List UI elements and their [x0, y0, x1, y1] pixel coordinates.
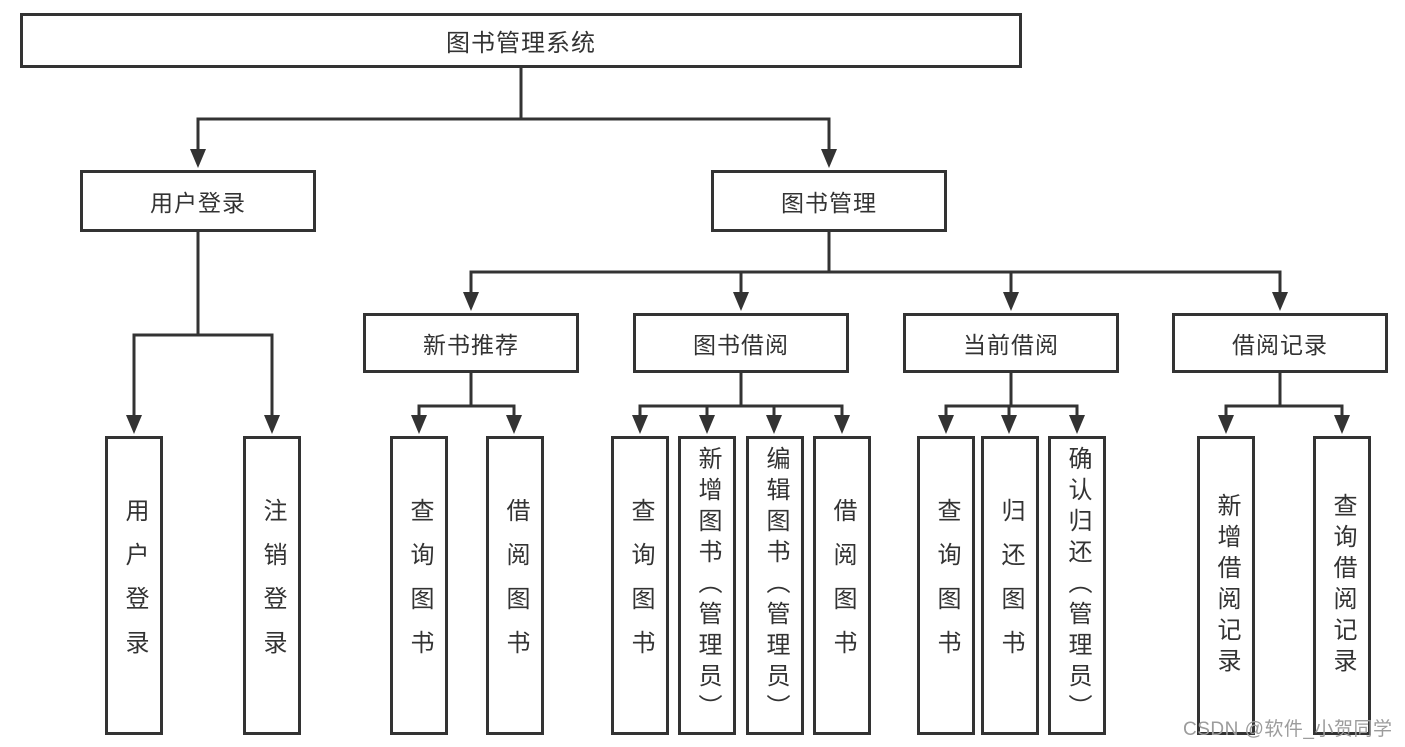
- leaf-query-books-recommend-label: 查询图书: [406, 497, 433, 674]
- leaf-query-books-borrow-label: 查询图书: [627, 497, 654, 674]
- node-user-login-label: 用户登录: [150, 190, 246, 216]
- node-book-borrow-label: 图书借阅: [693, 332, 789, 358]
- leaf-query-books-current-label: 查询图书: [933, 497, 960, 674]
- leaf-query-books-borrow: 查询图书: [611, 436, 669, 735]
- node-book-borrow: 图书借阅: [633, 313, 849, 373]
- leaf-borrow-book: 借阅图书: [813, 436, 871, 735]
- node-new-book-recommend: 新书推荐: [363, 313, 579, 373]
- leaf-add-book-admin-label: 新增图书（管理员）: [694, 446, 721, 725]
- leaf-edit-book-admin-label: 编辑图书（管理员）: [762, 446, 789, 725]
- node-root: 图书管理系统: [20, 13, 1022, 68]
- node-book-management-label: 图书管理: [781, 190, 877, 216]
- leaf-return-book: 归还图书: [981, 436, 1039, 735]
- node-user-login: 用户登录: [80, 170, 316, 232]
- node-borrow-records: 借阅记录: [1172, 313, 1388, 373]
- node-current-borrow-label: 当前借阅: [963, 332, 1059, 358]
- leaf-query-borrow-record: 查询借阅记录: [1313, 436, 1371, 735]
- leaf-borrow-book-recommend: 借阅图书: [486, 436, 544, 735]
- leaf-edit-book-admin: 编辑图书（管理员）: [746, 436, 804, 735]
- csdn-watermark: CSDN @软件_小贺同学: [1183, 719, 1393, 740]
- leaf-logout-label: 注销登录: [259, 497, 286, 674]
- leaf-add-book-admin: 新增图书（管理员）: [678, 436, 736, 735]
- leaf-borrow-book-recommend-label: 借阅图书: [502, 497, 529, 674]
- leaf-query-books-current: 查询图书: [917, 436, 975, 735]
- leaf-query-books-recommend: 查询图书: [390, 436, 448, 735]
- leaf-add-borrow-record-label: 新增借阅记录: [1213, 492, 1240, 679]
- leaf-logout: 注销登录: [243, 436, 301, 735]
- leaf-user-login-label: 用户登录: [121, 497, 148, 674]
- arrowheads: [126, 149, 1350, 434]
- node-current-borrow: 当前借阅: [903, 313, 1119, 373]
- node-new-book-recommend-label: 新书推荐: [423, 332, 519, 358]
- leaf-borrow-book-label: 借阅图书: [829, 497, 856, 674]
- leaf-confirm-return-admin: 确认归还（管理员）: [1048, 436, 1106, 735]
- node-root-label: 图书管理系统: [446, 30, 596, 57]
- leaf-query-borrow-record-label: 查询借阅记录: [1329, 492, 1356, 679]
- leaf-confirm-return-admin-label: 确认归还（管理员）: [1064, 446, 1091, 725]
- node-borrow-records-label: 借阅记录: [1232, 332, 1328, 358]
- leaf-user-login: 用户登录: [105, 436, 163, 735]
- leaf-add-borrow-record: 新增借阅记录: [1197, 436, 1255, 735]
- leaf-return-book-label: 归还图书: [997, 497, 1024, 674]
- node-book-management: 图书管理: [711, 170, 947, 232]
